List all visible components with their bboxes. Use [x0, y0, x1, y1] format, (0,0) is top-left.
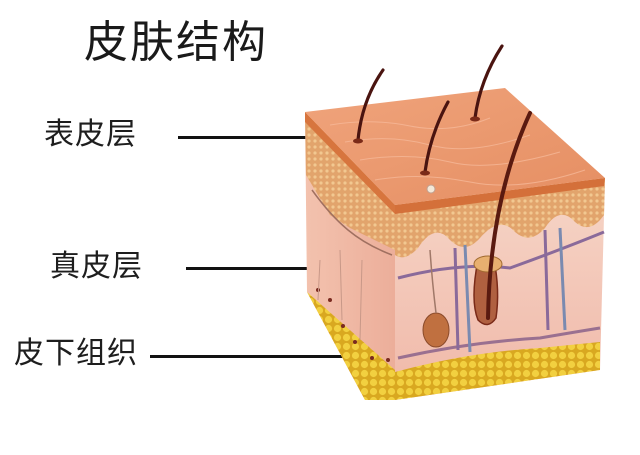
cube-left-face	[305, 112, 395, 400]
label-dermis: 真皮层	[50, 249, 143, 284]
hair-3	[423, 100, 450, 174]
label-epidermis: 表皮层	[44, 117, 137, 152]
hair-4	[486, 111, 532, 320]
hairs	[353, 44, 532, 320]
leader-line-epidermis	[178, 136, 306, 139]
hair-2	[473, 44, 504, 120]
leader-line-subcutaneous	[150, 355, 360, 358]
blood-vessels	[397, 227, 605, 360]
hair-1	[356, 68, 385, 142]
nerve-ending	[426, 184, 436, 194]
label-subcutaneous: 皮下组织	[14, 336, 138, 371]
diagram-title: 皮肤结构	[84, 17, 268, 68]
sebaceous-gland	[473, 255, 503, 273]
sweat-gland	[422, 312, 450, 348]
leader-line-dermis	[186, 267, 344, 270]
